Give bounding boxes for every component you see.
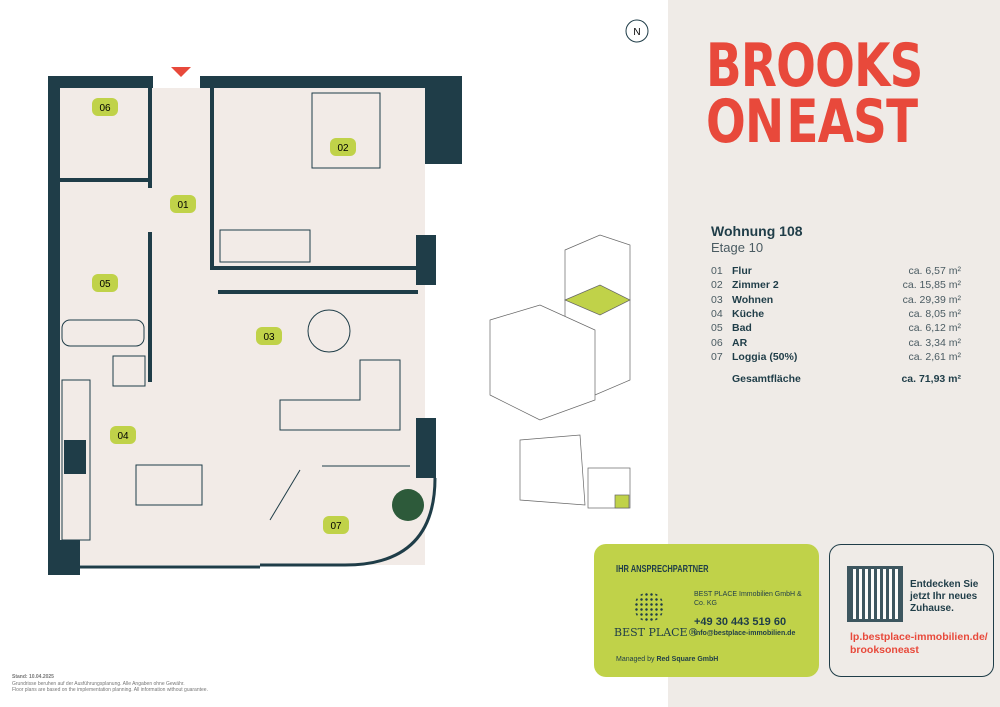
svg-text:05: 05 — [99, 279, 111, 290]
svg-text:06: 06 — [99, 103, 111, 114]
contact-card: IHR ANSPRECHPARTNER BEST PLACE® BEST PLA… — [594, 544, 819, 677]
qr-card: Entdecken Sie jetzt Ihr neues Zuhause. l… — [829, 544, 994, 677]
qr-code-icon — [847, 566, 903, 622]
best-place-logo-icon — [634, 592, 664, 622]
unit-floor: Etage 10 — [711, 240, 764, 255]
svg-text:02: 02 — [337, 143, 349, 154]
website-link[interactable]: lp.bestplace-immobilien.de/ brooksoneast — [850, 631, 988, 656]
building-illustration — [489, 234, 631, 509]
unit-title: Wohnung 108 — [711, 223, 803, 239]
svg-text:04: 04 — [117, 431, 129, 442]
svg-text:01: 01 — [177, 200, 189, 211]
room-labels: 06 02 01 05 03 04 07 — [92, 98, 356, 534]
brand-logo: BROOKS ONEAST — [706, 31, 923, 157]
email-link[interactable]: info@bestplace-immobilien.de — [694, 630, 796, 637]
footer-note: Stand: 10.04.2025 Grundrisse beruhen auf… — [12, 674, 208, 693]
phone[interactable]: +49 30 443 519 60 — [694, 616, 787, 628]
svg-text:07: 07 — [330, 521, 342, 532]
floor-plan: 06 02 01 05 03 04 07 N — [48, 19, 649, 575]
svg-text:03: 03 — [263, 332, 275, 343]
compass-icon: N — [633, 27, 640, 38]
